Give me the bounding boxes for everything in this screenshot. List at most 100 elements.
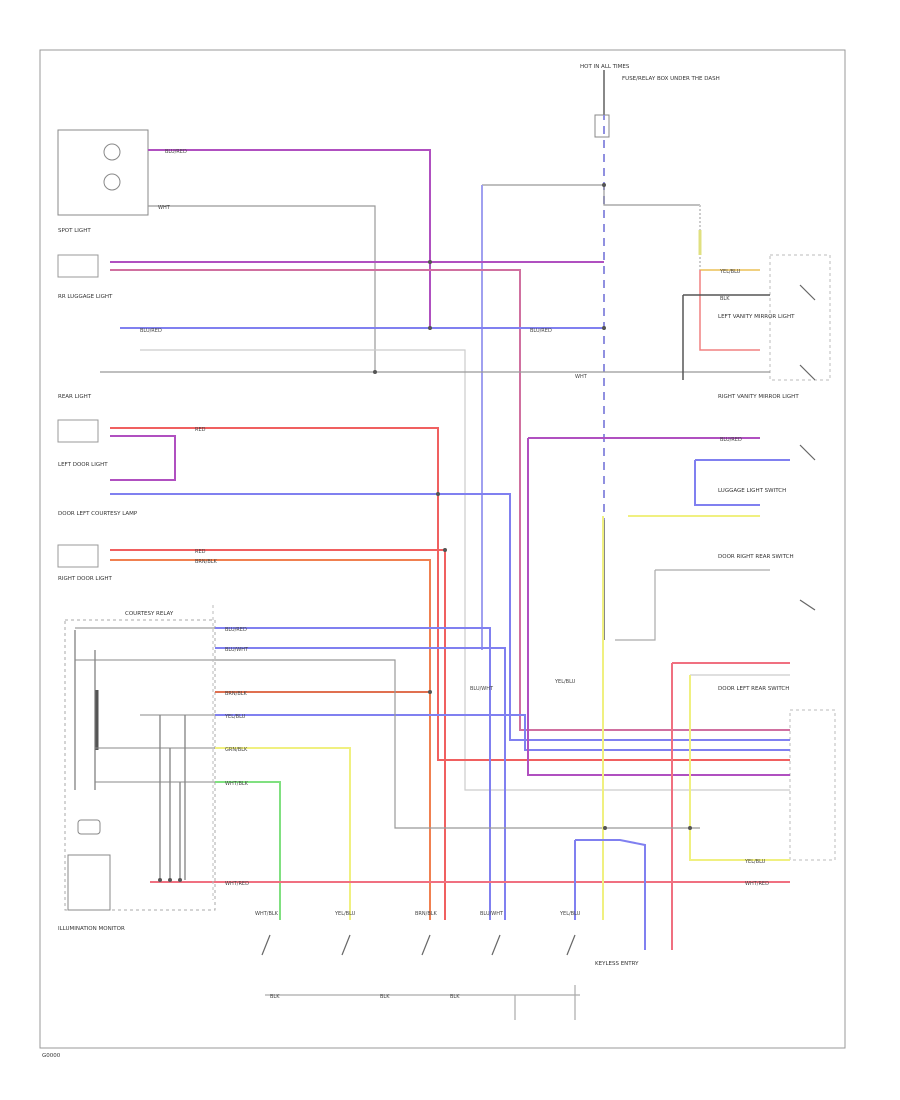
- footer-code: G0000: [42, 1053, 61, 1059]
- wire-red: [110, 427, 790, 761]
- wire-bus: [482, 184, 700, 206]
- wire-label: YEL/BLU: [224, 714, 246, 720]
- wire-label: BLU/WHT: [470, 686, 494, 692]
- luggage-light-box: [57, 254, 99, 278]
- wire-blu: [694, 460, 760, 506]
- wire-yellow: [689, 675, 790, 861]
- luggage-switch-label: LUGGAGE LIGHT SWITCH: [718, 488, 786, 494]
- right-door-light-label: RIGHT DOOR LIGHT: [58, 576, 112, 582]
- wire-label: GRN/BLK: [225, 747, 248, 753]
- fuse-icon: [594, 114, 610, 138]
- wire-label: BLU/RED: [720, 437, 742, 443]
- wire-label: BLK: [380, 994, 390, 1000]
- junction: [436, 492, 440, 496]
- switch-icon: [799, 444, 816, 461]
- wire-label: BLU/WHT: [225, 647, 249, 653]
- illum-monitor-label: ILLUMINATION MONITOR: [58, 926, 125, 932]
- wire-label: BRN/BLK: [225, 691, 248, 697]
- wire-grey: [148, 205, 376, 372]
- door-switch-lr-label: DOOR LEFT REAR SWITCH: [718, 686, 789, 692]
- relay-unit-box: [67, 854, 111, 911]
- door-switch-rr-label: DOOR RIGHT REAR SWITCH: [718, 554, 794, 560]
- bottom-switches: [261, 284, 816, 956]
- junction: [443, 548, 447, 552]
- wire-label: RED: [195, 549, 206, 555]
- wire-label: WHT/RED: [225, 881, 249, 887]
- wire-green: [215, 781, 281, 920]
- wire-label: BLK: [720, 296, 730, 302]
- bulb-icon: [103, 143, 121, 161]
- left-door-light-label: LEFT DOOR LIGHT: [58, 462, 108, 468]
- wire-label: YEL/BLU: [554, 679, 576, 685]
- wire-blu: [215, 647, 506, 920]
- junction: [602, 183, 606, 187]
- junction: [373, 370, 377, 374]
- wire-internal: [75, 627, 215, 783]
- wire-red: [699, 270, 760, 351]
- wire-internal: [159, 715, 186, 880]
- courtesy-relay-box: [64, 619, 216, 911]
- junction: [602, 326, 606, 330]
- junction: [178, 878, 182, 882]
- switch-icon: [799, 284, 816, 301]
- switch-icon: [341, 934, 351, 956]
- fuse-note: FUSE/RELAY BOX UNDER THE DASH: [622, 76, 720, 82]
- wire-label: RED: [195, 427, 206, 433]
- door-note-label: DOOR LEFT COURTESY LAMP: [58, 511, 138, 517]
- door-light-box: [57, 544, 99, 568]
- wire-blu: [215, 627, 491, 920]
- connector-box: [789, 709, 836, 861]
- left-vanity-label: LEFT VANITY MIRROR LIGHT: [718, 314, 795, 320]
- wire-label: WHT: [575, 374, 588, 380]
- wire-label: WHT: [158, 205, 171, 211]
- wire-ground: [514, 985, 576, 1020]
- wire-label: WHT/BLK: [225, 781, 249, 787]
- junction: [158, 878, 162, 882]
- wire-label: BLU/RED: [140, 328, 162, 334]
- wire-label: BLK: [450, 994, 460, 1000]
- bulb-icon: [103, 173, 121, 191]
- wire-label: BLK: [270, 994, 280, 1000]
- wire-purple: [110, 435, 176, 481]
- switch-icon: [799, 599, 816, 611]
- courtesy-relay-label: COURTESY RELAY: [125, 611, 174, 617]
- spot-light-label: SPOT LIGHT: [58, 228, 91, 234]
- wire-label: YEL/BLU: [719, 269, 741, 275]
- wire-label: YEL/BLU: [559, 911, 581, 917]
- wire-label: WHT/BLK: [255, 911, 279, 917]
- wire-blu: [110, 493, 790, 741]
- switch-box: [769, 254, 831, 381]
- spot-light-box: [57, 129, 149, 216]
- switch-icon: [421, 934, 431, 956]
- switch-icon: [261, 934, 271, 956]
- keyless-label: KEYLESS ENTRY: [595, 961, 639, 967]
- wire-grey: [615, 570, 656, 641]
- junction-dots: [158, 183, 692, 882]
- junction: [428, 326, 432, 330]
- wire-grey: [140, 349, 790, 791]
- switch-icon: [799, 364, 816, 381]
- wire-label: YEL/BLU: [334, 911, 356, 917]
- wire-group: [74, 70, 790, 1020]
- fuse-label: HOT IN ALL TIMES: [580, 64, 630, 70]
- wire-orange: [110, 559, 431, 920]
- wire-label: YEL/BLU: [744, 859, 766, 865]
- rear-light-label: REAR LIGHT: [58, 394, 92, 400]
- junction: [428, 260, 432, 264]
- wire-label: BLU/WHT: [480, 911, 504, 917]
- junction: [688, 826, 692, 830]
- wire-yellow: [215, 747, 351, 920]
- wire-grey: [215, 659, 605, 829]
- wire-blu: [215, 714, 790, 751]
- wire-blu: [575, 839, 646, 950]
- wire-label: BRN/BLK: [195, 559, 218, 565]
- wire-label: BRN/BLK: [415, 911, 438, 917]
- switch-icon: [566, 934, 576, 956]
- wire-purple: [527, 438, 790, 776]
- right-vanity-label: RIGHT VANITY MIRROR LIGHT: [718, 394, 799, 400]
- wire-label: BLU/RED: [225, 627, 247, 633]
- diagram-frame: [39, 49, 846, 1049]
- wire-label: BLU/RED: [530, 328, 552, 334]
